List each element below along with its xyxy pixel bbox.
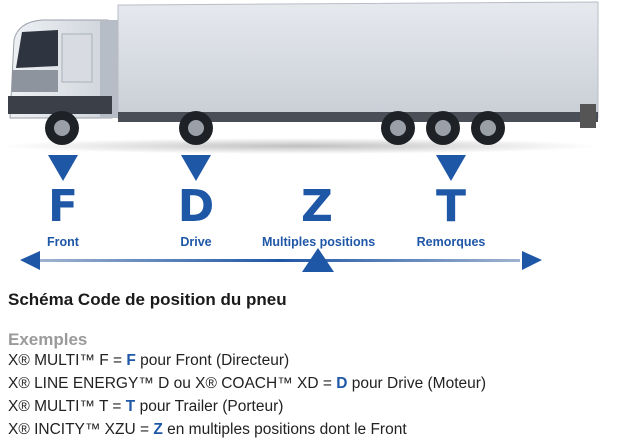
position-label: Drive: [180, 235, 212, 249]
position-letter: Z: [301, 181, 333, 232]
trailer-frame: [118, 112, 598, 122]
diagram-title: Schéma Code de position du pneu: [8, 290, 287, 309]
trailer-wheels: [381, 111, 505, 145]
position-trailer: T Remorques: [396, 155, 506, 249]
spacer: [302, 155, 332, 181]
drive-wheel: [179, 111, 213, 145]
trailer-box: [117, 1, 599, 119]
position-code: D: [336, 375, 348, 392]
example-line: X® LINE ENERGY™ D ou X® COACH™ XD = D po…: [8, 375, 487, 392]
left-arrow-icon: [20, 251, 40, 270]
position-timeline: [20, 248, 542, 272]
example-line: X® MULTI™ T = T pour Trailer (Porteur): [8, 398, 284, 415]
down-arrow-icon: [436, 155, 466, 181]
examples-heading: Exemples: [8, 330, 88, 349]
position-label: Multiples positions: [262, 235, 376, 249]
front-wheel: [45, 111, 79, 145]
right-arrow-icon: [522, 251, 542, 270]
example-line: X® MULTI™ F = F pour Front (Directeur): [8, 352, 290, 369]
position-front: F Front: [8, 155, 118, 249]
down-arrow-icon: [48, 155, 78, 181]
position-label: Remorques: [416, 235, 486, 249]
truck-illustration: [0, 1, 600, 154]
position-letter: F: [47, 181, 79, 232]
down-arrow-icon: [181, 155, 211, 181]
position-code: T: [125, 398, 136, 415]
up-arrow-icon: [302, 248, 334, 272]
position-code: Z: [153, 421, 163, 438]
position-multiple: Z Multiples positions: [262, 155, 376, 250]
position-letter: D: [177, 181, 215, 232]
position-drive: D Drive: [141, 155, 251, 249]
position-letter: T: [435, 181, 466, 232]
position-code: F: [126, 352, 136, 369]
example-line: X® INCITY™ XZU = Z en multiples position…: [8, 421, 407, 438]
position-label: Front: [47, 235, 79, 249]
